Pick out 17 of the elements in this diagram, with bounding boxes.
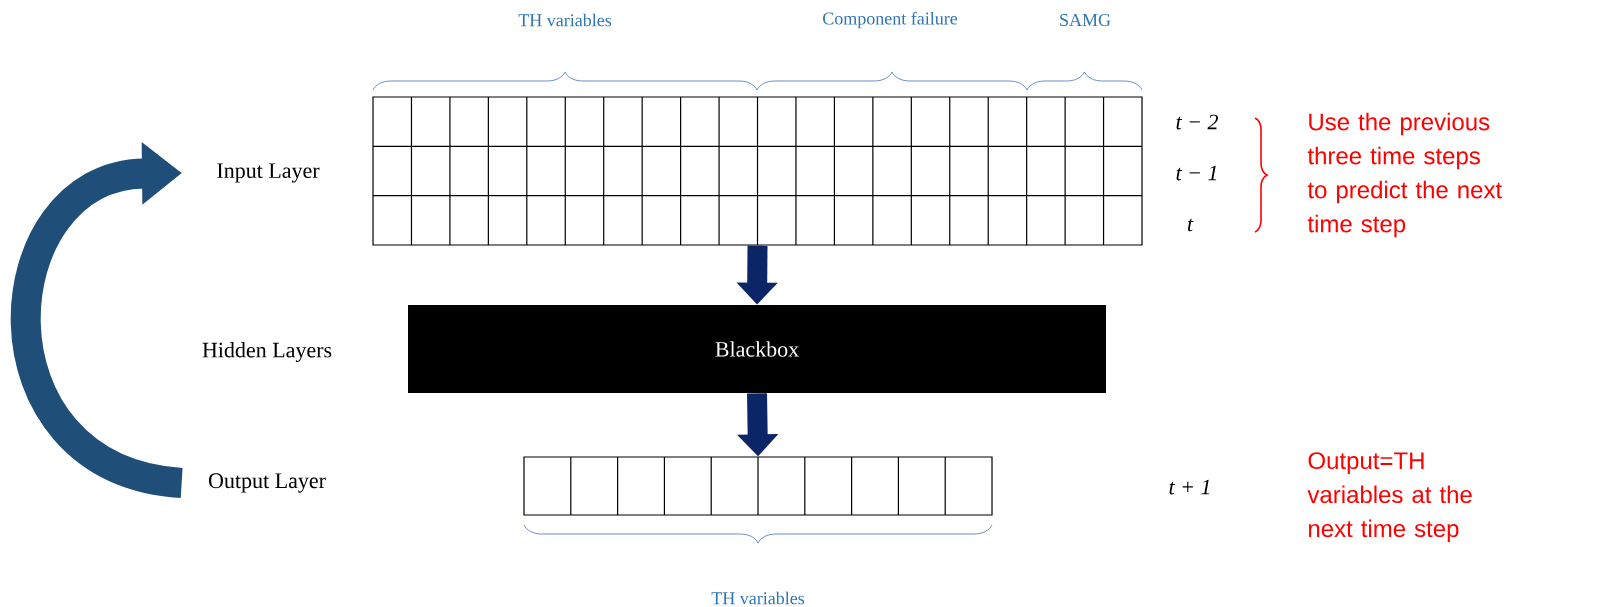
blackbox: Blackbox [408, 305, 1106, 393]
annotation: Use the previous three time steps to predict the next time step [1307, 112, 1502, 238]
time-label: t − 1 [1176, 165, 1217, 181]
brace-label: Component failure [823, 11, 958, 29]
layer-label: Hidden Layers [202, 342, 332, 362]
brace-label: TH variables [518, 13, 612, 27]
vector-grid [523, 456, 993, 516]
time-label: t [1187, 218, 1194, 232]
time-label: t − 2 [1176, 114, 1218, 130]
time-label: t + 1 [1169, 479, 1210, 495]
brace-label: SAMG [1060, 13, 1111, 27]
annotation: Output=TH variables at the next time step [1307, 452, 1472, 542]
layer-label: Input Layer [217, 163, 320, 183]
layer-label: Output Layer [208, 473, 326, 493]
vector-grid [372, 96, 1143, 246]
arrow [10, 142, 185, 498]
brace-label: TH variables [711, 591, 805, 605]
